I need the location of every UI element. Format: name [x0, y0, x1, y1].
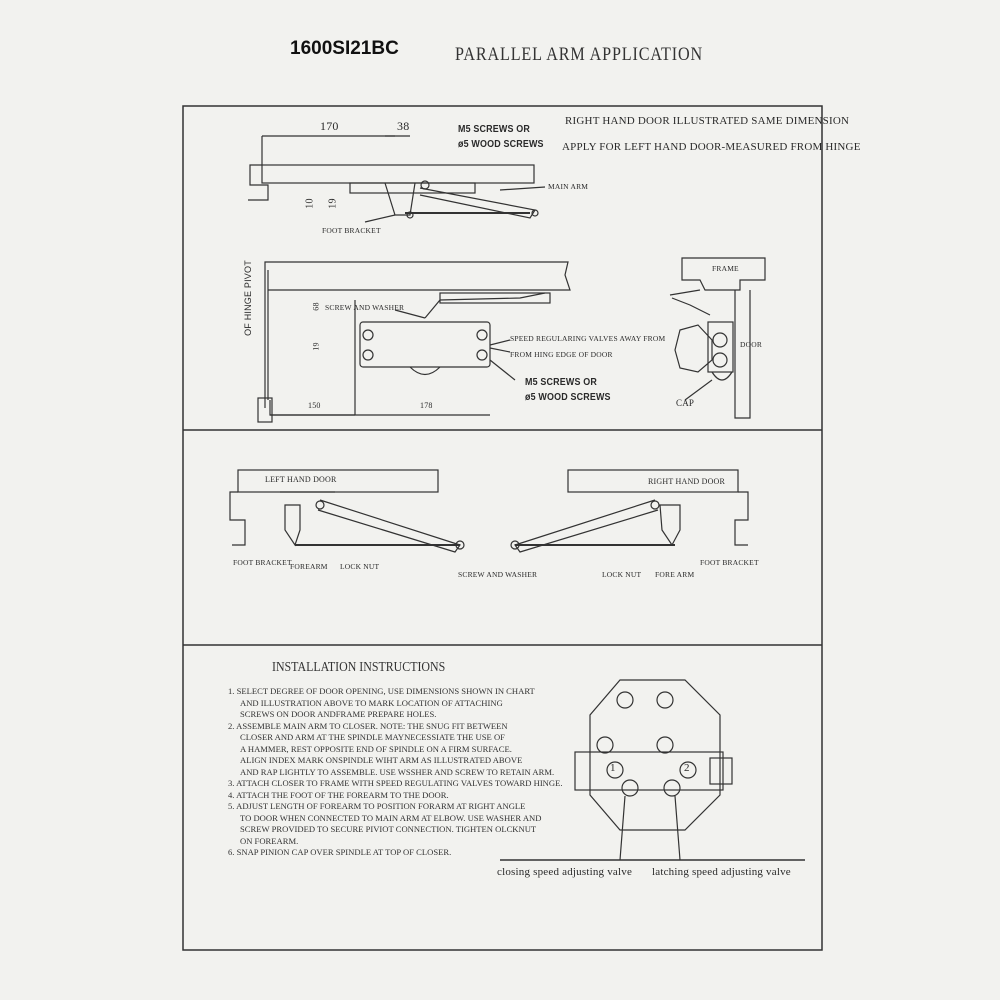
dimension-178: 178 — [420, 401, 433, 410]
note-line2: APPLY FOR LEFT HAND DOOR-MEASURED FROM H… — [562, 141, 861, 153]
valve-marker-2: 2 — [684, 762, 690, 774]
foot-bracket-label: FOOT BRACKET — [322, 226, 381, 235]
instructions-list: 1. SELECT DEGREE OF DOOR OPENING, USE DI… — [228, 686, 563, 859]
left-foot-bracket-label: FOOT BRACKET — [233, 558, 292, 567]
dimension-170: 170 — [320, 119, 339, 133]
instruction-line: ALIGN INDEX MARK ONSPINDLE WIHT ARM AS I… — [240, 755, 523, 765]
instruction-line: 6. SNAP PINION CAP OVER SPINDLE AT TOP O… — [228, 847, 452, 857]
screws-label-line2: ø5 WOOD SCREWS — [458, 138, 544, 150]
frame-label: FRAME — [712, 264, 739, 273]
valve-marker-1: 1 — [610, 762, 616, 774]
dimension-150: 150 — [308, 401, 321, 410]
dimension-19-mid: 19 — [311, 342, 321, 351]
model-code: 1600SI21BC — [290, 38, 399, 59]
door-label: DOOR — [740, 340, 763, 349]
valves-note-line1: SPEED REGULARING VALVES AWAY FROM — [510, 334, 666, 343]
left-lock-nut-label: LOCK NUT — [340, 562, 380, 571]
right-foot-bracket-label: FOOT BRACKET — [700, 558, 759, 567]
instruction-line: 1. SELECT DEGREE OF DOOR OPENING, USE DI… — [228, 686, 535, 696]
instruction-line: 3. ATTACH CLOSER TO FRAME WITH SPEED REG… — [228, 778, 563, 788]
instruction-line: 5. ADJUST LENGTH OF FOREARM TO POSITION … — [228, 801, 526, 811]
closing-valve-label: closing speed adjusting valve — [497, 866, 633, 878]
valves-note-line2: FROM HING EDGE OF DOOR — [510, 350, 613, 359]
instruction-line: TO DOOR WHEN CONNECTED TO MAIN ARM AT EL… — [240, 812, 542, 823]
instruction-line: 2. ASSEMBLE MAIN ARM TO CLOSER. NOTE: TH… — [228, 720, 508, 731]
instruction-line: ON FOREARM. — [240, 835, 299, 846]
cap-label: CAP — [676, 398, 695, 408]
hinge-pivot-label: OF HINGE PIVOT — [242, 260, 253, 336]
left-forearm-label: FOREARM — [290, 562, 328, 571]
right-forearm-label: FORE ARM — [655, 570, 695, 579]
instruction-line: CLOSER AND ARM AT THE SPINDLE MAYNECESSI… — [240, 732, 505, 742]
left-hand-door-label: LEFT HAND DOOR — [265, 475, 337, 484]
latching-valve-label: latching speed adjusting valve — [652, 866, 791, 878]
instruction-line: SCREWS ON DOOR ANDFRAME PREPARE HOLES. — [240, 709, 437, 719]
instruction-line: A HAMMER, REST OPPOSITE END OF SPINDLE O… — [240, 743, 512, 754]
instruction-line: AND ILLUSTRATION ABOVE TO MARK LOCATION … — [240, 697, 503, 708]
dimension-10: 10 — [304, 198, 316, 209]
instruction-line: SCREW PROVIDED TO SECURE PIVIOT CONNECTI… — [240, 824, 537, 834]
dimension-68: 68 — [311, 302, 321, 311]
instructions-title: INSTALLATION INSTRUCTIONS — [272, 660, 446, 675]
screws-label-line1: M5 SCREWS OR — [458, 123, 530, 135]
mid-screws-line1: M5 SCREWS OR — [525, 376, 597, 388]
main-arm-label: MAIN ARM — [548, 182, 589, 191]
instruction-line: 4. ATTACH THE FOOT OF THE FOREARM TO THE… — [228, 789, 449, 800]
right-hand-door-label: RIGHT HAND DOOR — [648, 477, 726, 486]
screw-washer-label-doors: SCREW AND WASHER — [458, 570, 538, 579]
screw-washer-label: SCREW AND WASHER — [325, 303, 405, 312]
dimension-19-top: 19 — [327, 198, 339, 209]
right-lock-nut-label: LOCK NUT — [602, 570, 642, 579]
page-title: PARALLEL ARM APPLICATION — [455, 44, 704, 65]
note-line1: RIGHT HAND DOOR ILLUSTRATED SAME DIMENSI… — [565, 115, 850, 127]
instruction-line: AND RAP LIGHTLY TO ASSEMBLE. USE WSSHER … — [240, 766, 555, 777]
dimension-38: 38 — [397, 119, 410, 133]
mid-screws-line2: ø5 WOOD SCREWS — [525, 391, 611, 403]
